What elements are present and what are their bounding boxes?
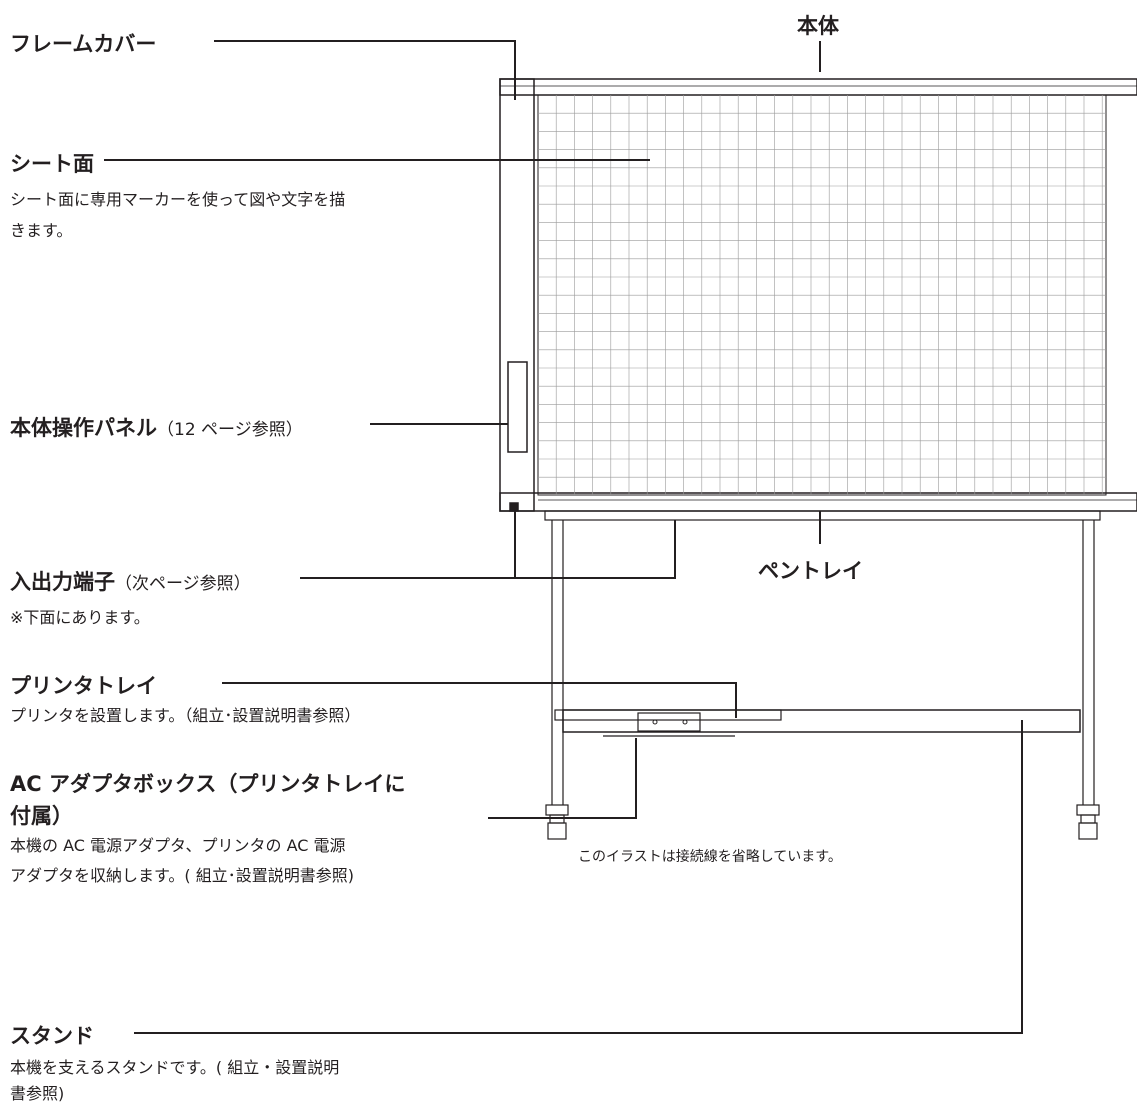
printer-tray-title: プリンタトレイ [10,674,157,698]
io-port [509,502,519,512]
leader-printer-tray [222,682,737,718]
panel-label: 本体操作パネル（12 ページ参照） [10,412,303,442]
panel-note: （12 ページ参照） [157,420,303,440]
pen-tray-title: ペントレイ [758,559,863,583]
io-title: 入出力端子 [10,570,115,594]
ac-box-desc-2: アダプタを収納します。( 組立･設置説明書参照) [10,866,354,885]
stand-title: スタンド [10,1024,94,1048]
sheet-title: シート面 [10,152,94,176]
leader-stand [134,720,1023,1034]
ac-box-desc-1: 本機の AC 電源アダプタ、プリンタの AC 電源 [10,836,346,855]
printer-tray-desc: プリンタを設置します。（組立･設置説明書参照） [10,706,361,725]
leader-ac-box [488,738,637,819]
ac-adapter-box [637,712,701,732]
control-panel [507,361,528,453]
frame-cover-title: フレームカバー [10,32,157,56]
leader-io [300,520,676,579]
stand-crossbar [562,709,1081,733]
caster-left [545,804,569,816]
body-title: 本体 [797,14,839,38]
pen-tray [499,492,1137,512]
panel-title: 本体操作パネル [10,416,157,440]
ac-box-title-2: 付属） [10,804,73,828]
stand-desc-2: 書参照) [10,1084,65,1103]
printer-tray [554,709,782,721]
sheet-desc-1: シート面に専用マーカーを使って図や文字を描 [10,190,346,209]
io-note: （次ページ参照） [115,574,251,594]
io-desc: ※下面にあります。 [10,608,150,627]
frame-cover [499,78,535,512]
caster-right [1076,804,1100,816]
illustration-caption: このイラストは接続線を省略しています。 [578,849,842,865]
ac-box-title-1: AC アダプタボックス（プリンタトレイに [10,772,406,796]
leader-frame-cover [214,40,516,100]
sheet-desc-2: きます。 [10,221,73,240]
io-label: 入出力端子（次ページ参照） [10,566,251,596]
stand-desc-1: 本機を支えるスタンドです。( 組立・設置説明 [10,1058,340,1077]
sheet-grid [538,95,1106,495]
top-rail [499,78,1137,96]
